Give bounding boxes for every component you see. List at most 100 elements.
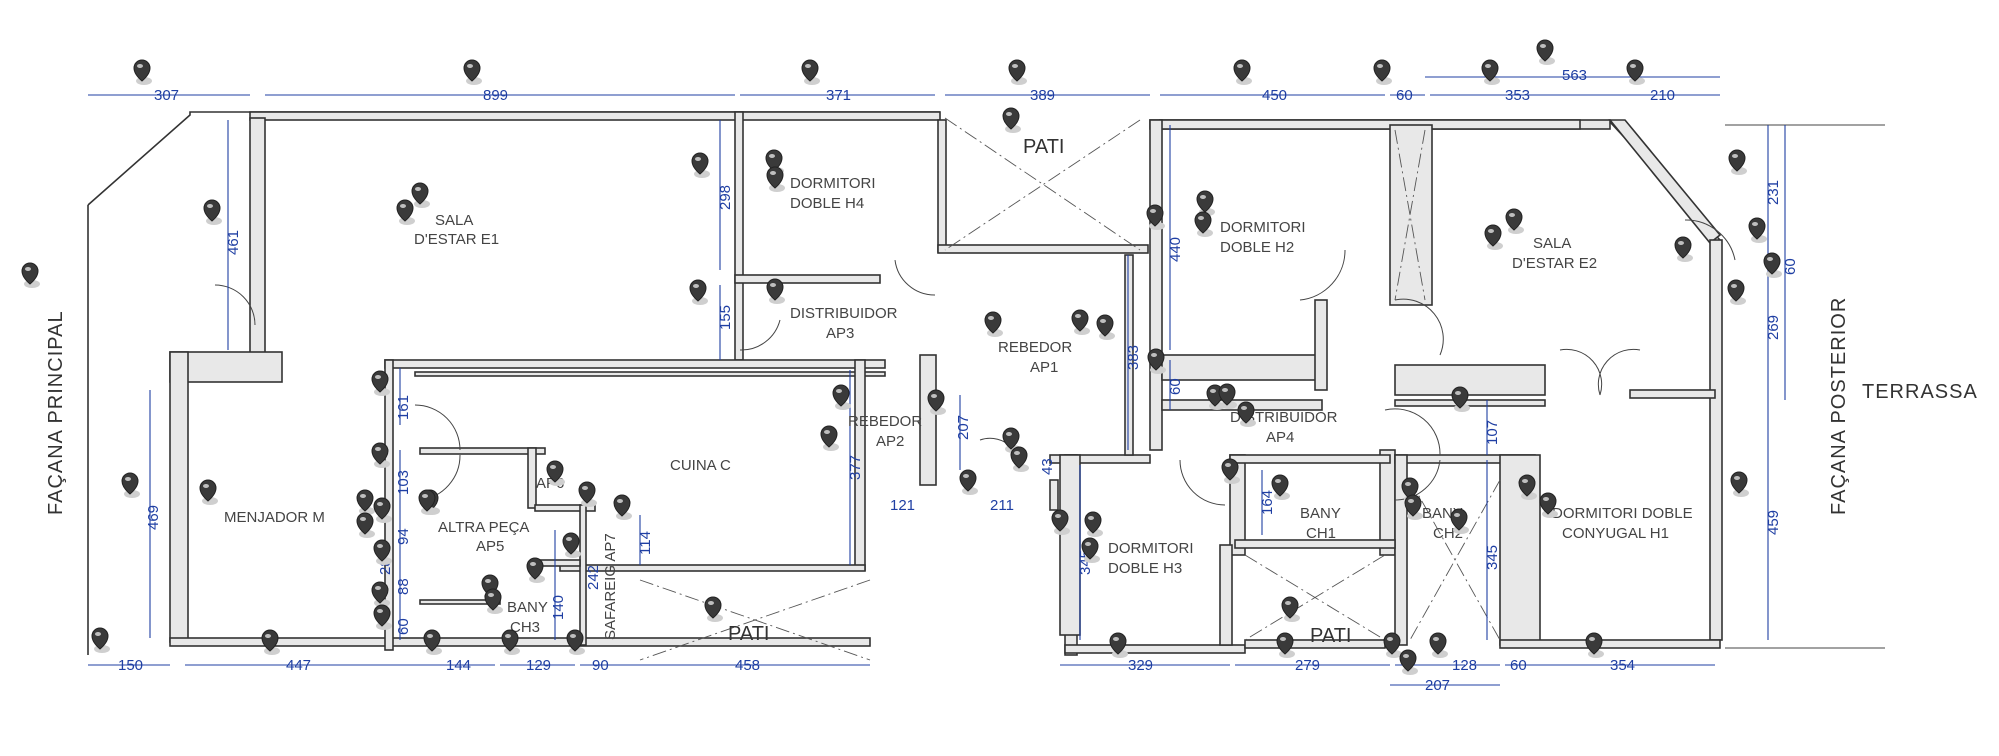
dim-v-298: 298	[717, 185, 734, 210]
location-pin-icon[interactable]	[546, 460, 565, 486]
location-pin-icon[interactable]	[1221, 458, 1240, 484]
location-pin-icon[interactable]	[484, 588, 503, 614]
location-pin-icon[interactable]	[1383, 632, 1402, 658]
location-pin-icon[interactable]	[1728, 149, 1747, 175]
location-pin-icon[interactable]	[1218, 383, 1237, 409]
location-pin-icon[interactable]	[121, 472, 140, 498]
location-pin-icon[interactable]	[356, 512, 375, 538]
location-pin-icon[interactable]	[1626, 59, 1645, 85]
location-pin-icon[interactable]	[1071, 309, 1090, 335]
location-pin-icon[interactable]	[1281, 596, 1300, 622]
location-pin-icon[interactable]	[373, 604, 392, 630]
location-pin-icon[interactable]	[1081, 537, 1100, 563]
location-pin-icon[interactable]	[927, 389, 946, 415]
room-sala-e1-line2: D'ESTAR E1	[414, 231, 499, 248]
location-pin-icon[interactable]	[1051, 509, 1070, 535]
location-pin-icon[interactable]	[1237, 401, 1256, 427]
location-pin-icon[interactable]	[1536, 39, 1555, 65]
location-pin-icon[interactable]	[959, 469, 978, 495]
location-pin-icon[interactable]	[526, 557, 545, 583]
location-pin-icon[interactable]	[371, 442, 390, 468]
location-pin-icon[interactable]	[396, 199, 415, 225]
walls	[87, 111, 1885, 656]
dim-v-107: 107	[1484, 420, 1501, 445]
location-pin-icon[interactable]	[1146, 204, 1165, 230]
dimension-labels: 307 899 371 389 450 60 353 210 563 150 4…	[118, 67, 1799, 694]
location-pin-icon[interactable]	[373, 539, 392, 565]
location-pin-icon[interactable]	[832, 384, 851, 410]
location-pin-icon[interactable]	[1194, 211, 1213, 237]
location-pin-icon[interactable]	[613, 494, 632, 520]
room-pati-bottom-left: PATI	[728, 623, 769, 645]
location-pin-icon[interactable]	[423, 629, 442, 655]
courtyard-markings	[639, 117, 1501, 661]
facade-back-label: FAÇANA POSTERIOR	[1828, 297, 1850, 515]
location-pin-icon[interactable]	[1084, 511, 1103, 537]
location-pin-icon[interactable]	[463, 59, 482, 85]
location-pin-icon[interactable]	[1730, 471, 1749, 497]
location-pin-icon[interactable]	[1429, 632, 1448, 658]
location-pin-icon[interactable]	[1010, 446, 1029, 472]
location-pin-icon[interactable]	[1276, 632, 1295, 658]
location-pin-icon[interactable]	[418, 489, 437, 515]
location-pin-icon[interactable]	[689, 279, 708, 305]
location-pin-icon[interactable]	[411, 182, 430, 208]
location-pin-icon[interactable]	[1518, 474, 1537, 500]
location-pin-icon[interactable]	[566, 629, 585, 655]
location-pin-icon[interactable]	[1096, 314, 1115, 340]
dim-top-899: 899	[483, 87, 508, 104]
location-pin-icon[interactable]	[704, 596, 723, 622]
location-pin-icon[interactable]	[820, 425, 839, 451]
location-pin-icon[interactable]	[261, 629, 280, 655]
location-pin-icon[interactable]	[1196, 190, 1215, 216]
location-pin-icon[interactable]	[1748, 217, 1767, 243]
location-pin-icon[interactable]	[373, 497, 392, 523]
location-pin-icon[interactable]	[21, 262, 40, 288]
location-pin-icon[interactable]	[1674, 236, 1693, 262]
location-pin-icon[interactable]	[801, 59, 820, 85]
location-pin-icon[interactable]	[1109, 632, 1128, 658]
location-pin-icon[interactable]	[371, 370, 390, 396]
location-pin-icon[interactable]	[766, 278, 785, 304]
location-pin-icon[interactable]	[1404, 494, 1423, 520]
location-pin-icon[interactable]	[501, 629, 520, 655]
location-pin-icon[interactable]	[1233, 59, 1252, 85]
location-pin-icon[interactable]	[1450, 508, 1469, 534]
location-pin-icon[interactable]	[578, 481, 597, 507]
room-distribuidor-ap3-line1: DISTRIBUIDOR	[790, 305, 898, 322]
location-pin-icon[interactable]	[1763, 252, 1782, 278]
location-pin-icon[interactable]	[1002, 107, 1021, 133]
dim-v-345-b: 345	[1484, 545, 1501, 570]
location-pin-icon[interactable]	[1484, 224, 1503, 250]
location-pin-icon[interactable]	[133, 59, 152, 85]
location-pin-icon[interactable]	[984, 311, 1003, 337]
location-pin-icon[interactable]	[1505, 208, 1524, 234]
location-pin-icon[interactable]	[1271, 474, 1290, 500]
dim-v-459: 459	[1765, 510, 1782, 535]
location-pin-icon[interactable]	[91, 627, 110, 653]
location-pin-icon[interactable]	[199, 479, 218, 505]
dim-v-60-c: 60	[1782, 258, 1799, 275]
location-pin-icon[interactable]	[1451, 386, 1470, 412]
location-pin-icon[interactable]	[1585, 632, 1604, 658]
location-pin-icon[interactable]	[562, 532, 581, 558]
location-pin-icon[interactable]	[766, 166, 785, 192]
dimension-lines	[88, 76, 1786, 686]
door-swings	[214, 219, 1736, 506]
location-pin-icon[interactable]	[1147, 348, 1166, 374]
dim-v-103: 103	[395, 470, 412, 495]
location-pin-icon[interactable]	[371, 581, 390, 607]
location-pin-icon[interactable]	[203, 199, 222, 225]
location-pin-icon[interactable]	[1399, 649, 1418, 675]
location-pin-icon[interactable]	[691, 152, 710, 178]
facade-front-label: FAÇANA PRINCIPAL	[45, 310, 67, 515]
location-pin-icon[interactable]	[1373, 59, 1392, 85]
location-pin-icon[interactable]	[1727, 279, 1746, 305]
room-dormitori-h3-line2: DOBLE H3	[1108, 560, 1182, 577]
location-pin-icon[interactable]	[1008, 59, 1027, 85]
location-pin-icon[interactable]	[356, 489, 375, 515]
room-sala-e2-line2: D'ESTAR E2	[1512, 255, 1597, 272]
location-pin-icon[interactable]	[1481, 59, 1500, 85]
location-pin-icon[interactable]	[1539, 492, 1558, 518]
